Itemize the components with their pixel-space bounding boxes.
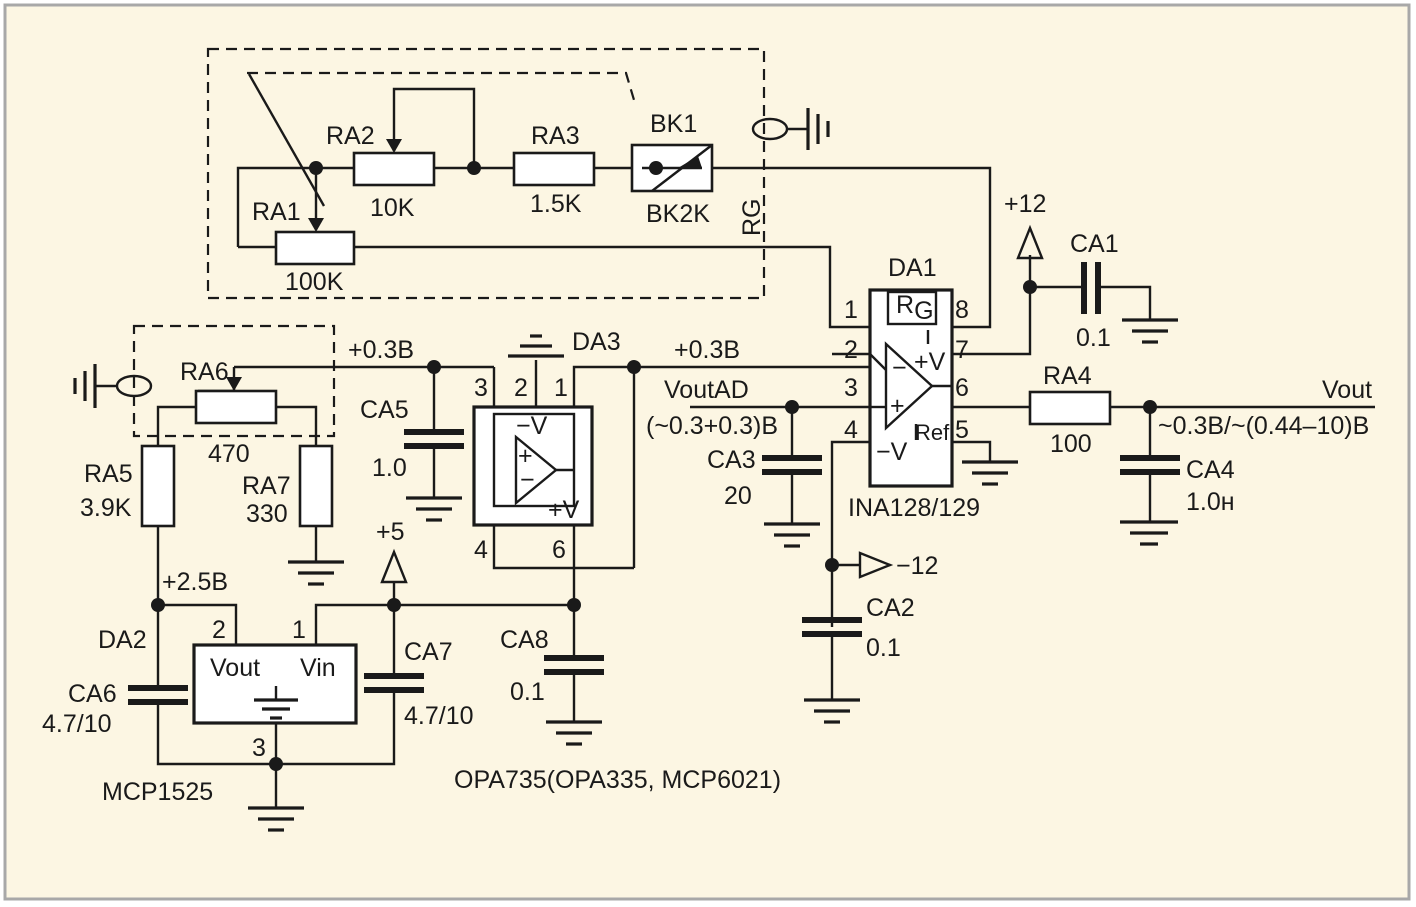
ra1-value: 100K [285,268,344,296]
ca2-value: 0.1 [866,634,901,662]
da1-minus-v: −V [876,438,908,466]
divider-network [73,364,344,605]
vout-label: Vout [1322,376,1372,404]
da3-plus-sign: + [518,442,533,470]
ra7-label: RA7 [242,472,291,500]
ra1-label: RA1 [252,198,301,226]
ra3-label: RA3 [531,122,580,150]
bk1-label: BK1 [650,110,697,138]
ca8-label: CA8 [500,626,549,654]
da3-opamp [198,334,870,605]
ra6-value: 470 [208,440,250,468]
da2-pin2: 2 [212,616,226,644]
da1-pin5: 5 [955,416,969,444]
opa-label: OPA735(OPA335, MCP6021) [454,766,781,794]
labels: RA2 10K RA3 1.5K BK1 BK2K RA1 100K RG +1… [42,110,1372,806]
ca6-label: CA6 [68,680,117,708]
minus12-label: −12 [896,552,938,580]
plus5-label: +5 [376,518,405,546]
da1-ref: Ref [915,420,950,445]
ra6-dashed-enclosure [132,324,336,438]
da1-inv-sign: − [892,354,907,382]
vout-range: ~0.3B/~(0.44–10)B [1158,412,1369,440]
ca7-value: 4.7/10 [404,702,474,730]
da1-pin3: 3 [844,374,858,402]
ra4-label: RA4 [1043,362,1092,390]
da3-pin4: 4 [474,536,488,564]
voutad-range: (~0.3+0.3)B [646,412,778,440]
plus12-supply [1016,224,1178,344]
da1-instrumentation-amplifier [690,255,1375,627]
da1-pin4: 4 [844,416,858,444]
da1-pin1: 1 [844,296,858,324]
ca5-capacitor [404,360,464,522]
da1-plus-v: +V [914,348,946,376]
da2-pin1: 1 [292,616,306,644]
ra5-value: 3.9K [80,494,132,522]
da3-pin6: 6 [552,536,566,564]
da1-pin2: 2 [844,336,858,364]
da2-voltage-reference [128,548,574,832]
ra7-resistor [298,444,334,528]
mcp-label: MCP1525 [102,778,213,806]
ca2-label: CA2 [866,594,915,622]
da2-vout: Vout [210,654,260,682]
ra3-value: 1.5K [530,190,582,218]
rg-label: RG [738,199,766,237]
ra4-value: 100 [1050,430,1092,458]
plus12-label: +12 [1004,190,1046,218]
ca3-label: CA3 [707,446,756,474]
ca1-label: CA1 [1070,230,1119,258]
da3-minus-v: −V [516,412,548,440]
da3-label: DA3 [572,328,621,356]
rg-network [236,71,992,329]
ra3-resistor [512,151,596,187]
ca3-capacitor [762,400,822,548]
ra6-label: RA6 [180,358,229,386]
ca4-capacitor [1120,400,1180,546]
ra2-value: 10K [370,194,415,222]
ca5-label: CA5 [360,396,409,424]
plus03-left: +0.3B [348,336,414,364]
da1-noninv-sign: + [890,392,905,420]
da1-label: DA1 [888,254,937,282]
ra6-resistor [194,389,278,425]
da3-pin3: 3 [474,374,488,402]
ca5-value: 1.0 [372,454,407,482]
da3-minus-sign: − [520,466,535,494]
ina-label: INA128/129 [848,494,980,522]
da3-plus-v: +V [548,496,580,524]
ca4-label: CA4 [1186,456,1235,484]
ra5-resistor [140,444,176,528]
ca1-value: 0.1 [1076,324,1111,352]
ra4-resistor [1028,390,1112,426]
da2-label: DA2 [98,626,147,654]
plus25-label: +2.5B [162,568,228,596]
da3-pin1: 1 [554,374,568,402]
da3-pin2: 2 [514,374,528,402]
ra2-label: RA2 [326,122,375,150]
bk2k-label: BK2K [646,200,710,228]
da1-pin7: 7 [955,336,969,364]
ra1-resistor [274,230,356,266]
ca8-value: 0.1 [510,678,545,706]
ca6-value: 4.7/10 [42,710,112,738]
plus03-right: +0.3B [674,336,740,364]
ra2-resistor [352,151,436,187]
ra7-value: 330 [246,500,288,528]
da2-pin3: 3 [252,734,266,762]
ra5-label: RA5 [84,460,133,488]
minus12-supply [802,551,894,724]
ca7-label: CA7 [404,638,453,666]
da2-vin: Vin [300,654,336,682]
voutad-label: VoutAD [664,376,749,404]
rg-dashed-enclosure [206,47,766,300]
da1-pin8: 8 [955,296,969,324]
ca4-value: 1.0н [1186,488,1235,516]
da1-rg-text: RG [896,291,934,325]
da1-pin6: 6 [955,374,969,402]
ca3-value: 20 [724,482,752,510]
